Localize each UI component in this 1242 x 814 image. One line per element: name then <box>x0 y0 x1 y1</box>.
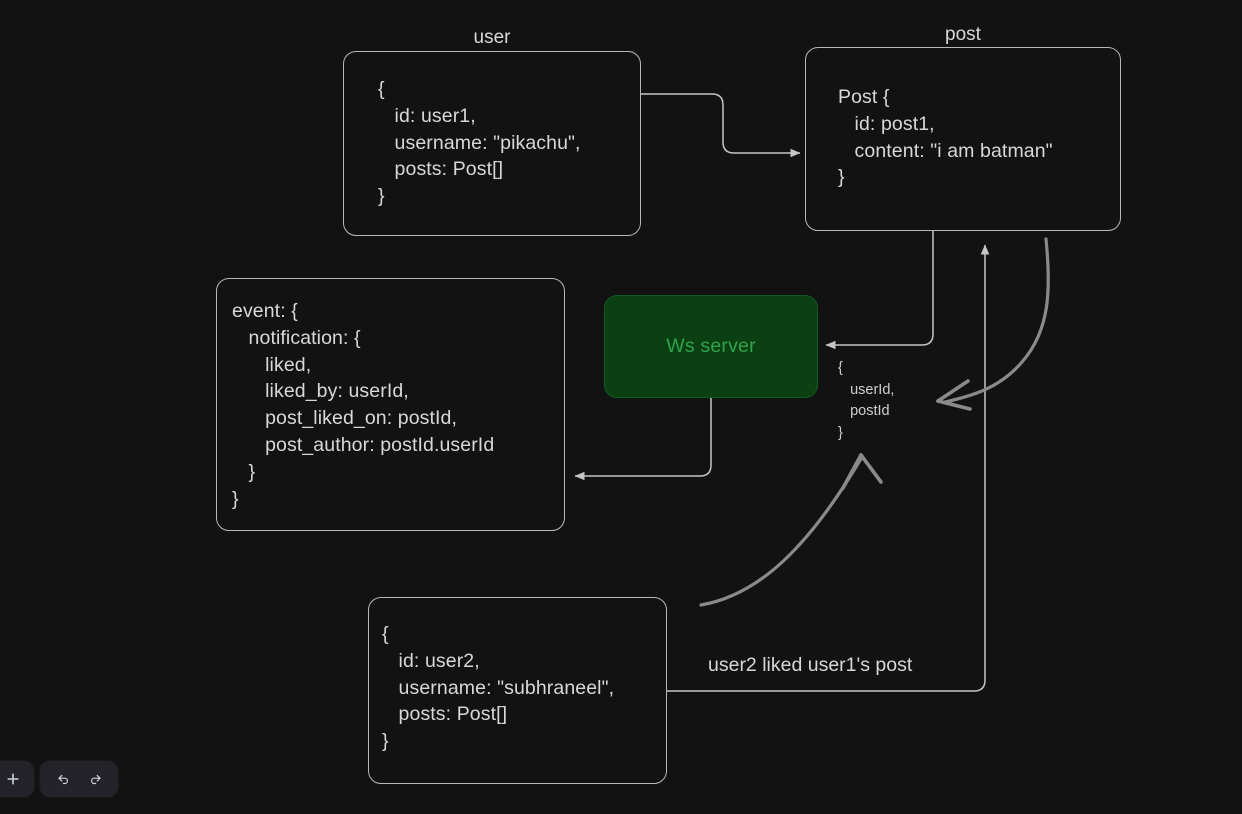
zoom-in-button[interactable] <box>0 765 27 793</box>
undo-arrow-icon <box>57 774 68 785</box>
zoom-toolbar[interactable] <box>0 761 34 797</box>
user2-node[interactable] <box>368 597 667 784</box>
post-node[interactable] <box>805 47 1121 231</box>
freehand-arrow-payload <box>936 237 1050 411</box>
event-node[interactable] <box>216 278 565 531</box>
connector-user-to-post <box>641 93 801 158</box>
user-node-label: user <box>473 27 511 48</box>
like-event-caption: user2 liked user1's post <box>708 654 913 676</box>
ws-server-label: Ws server <box>666 335 756 357</box>
connector-post-to-ws-server <box>825 231 934 350</box>
user-node[interactable] <box>343 51 641 236</box>
event-node-code: event: { notification: { liked, liked_by… <box>232 300 495 510</box>
undo-button[interactable] <box>49 765 77 793</box>
history-toolbar[interactable] <box>40 761 118 797</box>
payload-annotation: { userId, postId } <box>838 360 895 441</box>
ws-server-node[interactable]: Ws server <box>604 295 818 398</box>
post-node-code: Post { id: post1, content: "i am batman"… <box>838 86 1053 189</box>
redo-button[interactable] <box>82 765 110 793</box>
freehand-arrow-like-event <box>699 453 883 607</box>
connector-ws-server-to-event <box>574 398 712 481</box>
post-node-label: post <box>945 24 981 45</box>
plus-icon <box>7 773 19 785</box>
user2-node-code: { id: user2, username: "subhraneel", pos… <box>382 623 615 753</box>
user-node-code: { id: user1, username: "pikachu", posts:… <box>378 78 581 208</box>
redo-arrow-icon <box>90 774 101 785</box>
